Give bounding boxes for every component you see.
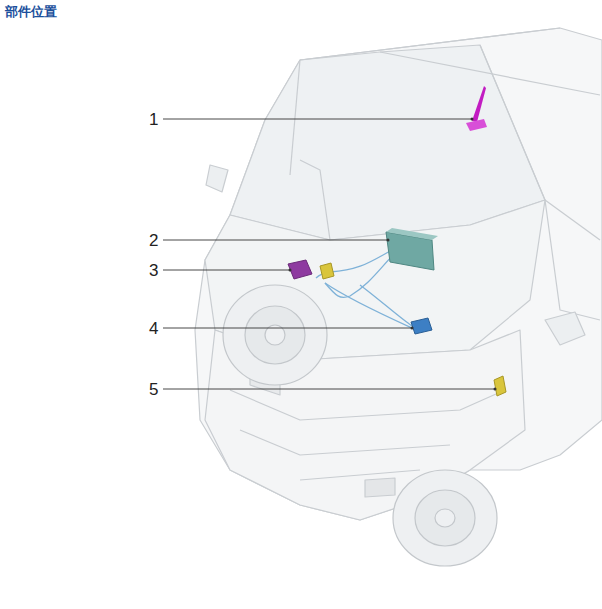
vehicle-body — [195, 28, 602, 520]
control-module — [386, 228, 438, 270]
sensor-yellow — [320, 263, 334, 279]
leader-dot — [289, 118, 497, 391]
module-blue — [411, 318, 432, 334]
callout-number: 2 — [149, 232, 158, 249]
callout-number: 5 — [149, 381, 158, 398]
wheel — [223, 285, 497, 566]
sensor-yellow — [494, 376, 506, 396]
leader-line — [163, 119, 495, 389]
antenna — [466, 86, 487, 131]
module-purple — [288, 260, 312, 279]
callout-number: 3 — [149, 262, 158, 279]
callout-number: 1 — [149, 111, 158, 128]
page-title: 部件位置 — [5, 3, 57, 21]
callout-number: 4 — [149, 320, 158, 337]
